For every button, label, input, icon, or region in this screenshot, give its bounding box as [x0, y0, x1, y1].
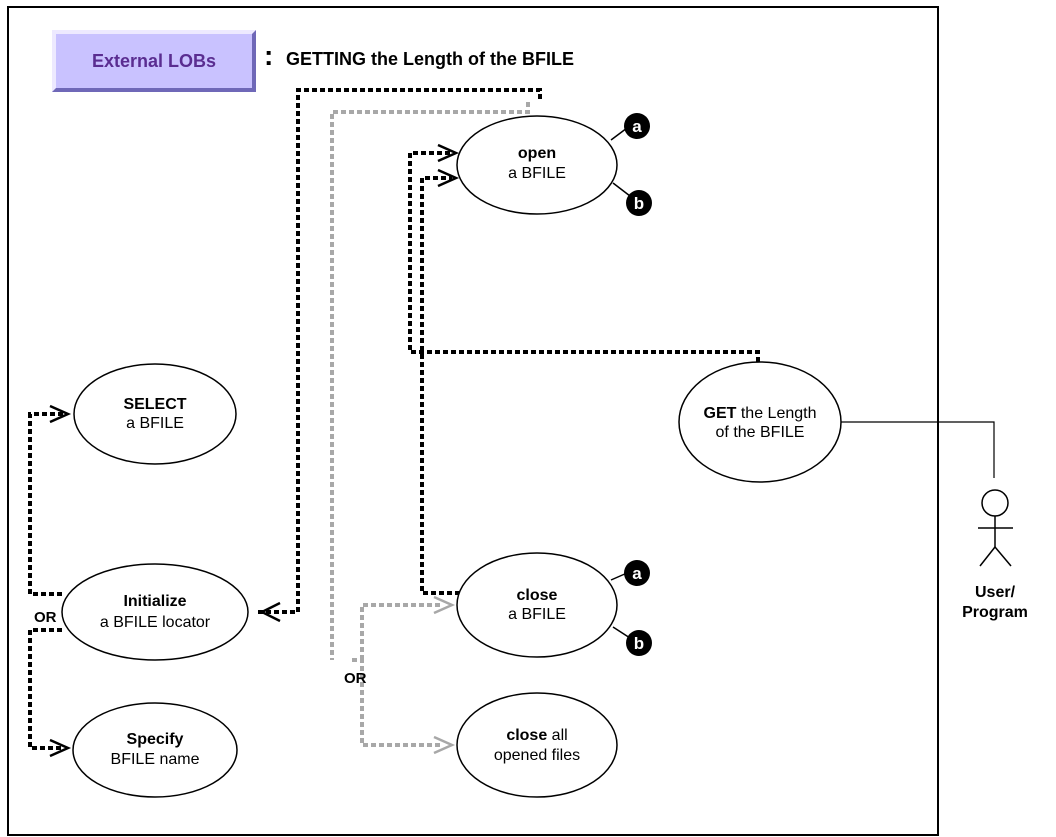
connector-initialize-to-select — [28, 412, 64, 596]
marker-close-a-label: a — [632, 564, 642, 583]
open-rest: a BFILE — [508, 165, 566, 182]
arrowhead-specify — [49, 738, 72, 758]
arrowhead-open-2 — [437, 168, 460, 188]
diagram-title: GETTING the Length of the BFILE — [286, 49, 574, 69]
connector-close-to-open — [420, 176, 460, 595]
get-rest2: of the BFILE — [716, 424, 805, 441]
or-label-middle: OR — [344, 670, 367, 687]
marker-open-a-label: a — [632, 117, 642, 136]
connector-initialize-to-open — [258, 88, 542, 614]
specify-rest: BFILE name — [111, 751, 200, 768]
use-case-get-length[interactable]: GET the Length of the BFILE — [678, 361, 842, 483]
arrowhead-open-1 — [437, 143, 460, 163]
or-label-left: OR — [34, 609, 57, 626]
arrowhead-initialize — [259, 601, 281, 623]
select-bold: SELECT — [123, 396, 186, 413]
marker-open-b: b — [612, 182, 652, 216]
initialize-rest: a BFILE locator — [100, 614, 211, 631]
get-bold: GET — [704, 405, 737, 422]
connector-get-to-actor — [840, 421, 995, 478]
stick-figure-icon — [978, 489, 1013, 567]
actor-label-line1: User/ — [975, 584, 1016, 601]
title-colon: : — [264, 40, 274, 71]
arrowheads-gray — [433, 595, 456, 755]
arrowhead-close — [433, 595, 456, 615]
use-case-close-all[interactable]: close all opened files — [456, 692, 618, 798]
select-rest: a BFILE — [126, 415, 184, 432]
use-case-initialize[interactable]: Initialize a BFILE locator — [61, 563, 249, 661]
close-all-rest1: all — [547, 727, 567, 744]
external-lobs-badge: External LOBs — [52, 30, 256, 92]
arrowheads-black — [49, 143, 460, 758]
marker-close-a: a — [610, 560, 650, 586]
use-case-close[interactable]: close a BFILE — [456, 552, 618, 658]
open-bold: open — [518, 145, 556, 162]
actor-label-line2: Program — [962, 604, 1028, 621]
connector-or-to-close — [360, 603, 442, 660]
marker-open-b-label: b — [634, 194, 644, 213]
close-bold: close — [517, 587, 558, 604]
marker-close-b: b — [612, 626, 652, 656]
arrowhead-close-all — [433, 735, 456, 755]
connector-get-to-open — [408, 151, 760, 362]
connectors-gray — [330, 102, 530, 747]
marker-open-a: a — [610, 113, 650, 141]
use-case-select[interactable]: SELECT a BFILE — [73, 363, 237, 465]
diagram-frame — [7, 6, 939, 836]
marker-close-b-label: b — [634, 634, 644, 653]
connectors-black — [28, 88, 760, 750]
use-case-specify[interactable]: Specify BFILE name — [72, 702, 238, 798]
svg-text:GET the Length: GET the Length — [704, 405, 817, 422]
connector-open-to-or-group — [330, 102, 530, 660]
initialize-bold: Initialize — [123, 593, 186, 610]
specify-bold: Specify — [127, 731, 184, 748]
svg-text:close all: close all — [506, 727, 567, 744]
connector-or-to-close-all — [352, 658, 442, 747]
close-rest: a BFILE — [508, 606, 566, 623]
actor-user-program[interactable]: User/ Program — [962, 489, 1028, 621]
connector-initialize-to-specify — [28, 628, 64, 750]
close-all-rest2: opened files — [494, 747, 580, 764]
get-rest1: the Length — [736, 405, 816, 422]
close-all-bold: close — [506, 727, 547, 744]
badge-label: External LOBs — [91, 50, 217, 71]
use-case-open[interactable]: open a BFILE — [456, 115, 618, 215]
arrowhead-select — [49, 404, 72, 424]
